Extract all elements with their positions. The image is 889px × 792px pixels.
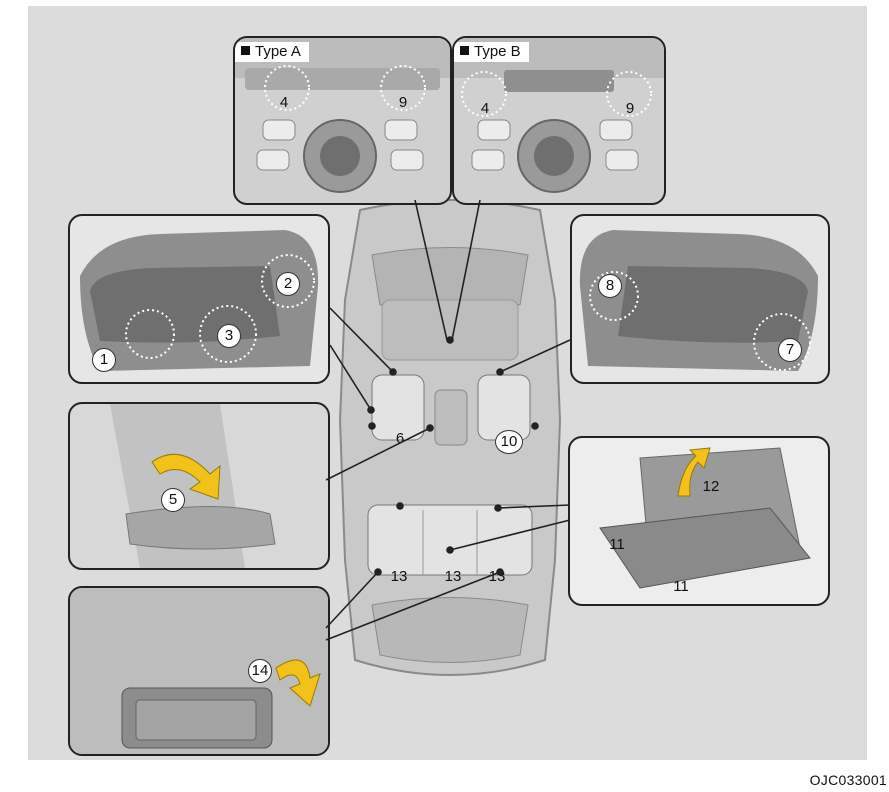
callout-11-front: 11 — [609, 536, 625, 553]
callout-13-center: 13 — [444, 568, 462, 585]
callout-5: 5 — [161, 488, 185, 512]
callout-7: 7 — [778, 338, 802, 362]
rear-seat-illustration — [599, 447, 811, 589]
square-bullet-icon — [460, 46, 469, 55]
climate-control-illustration — [235, 38, 450, 193]
panel-cargo-lever: 14 — [68, 586, 330, 756]
front-seat-illustration — [80, 230, 319, 371]
type-b-label: Type B — [454, 42, 530, 63]
panel-rear-seat: 12 11 11 — [568, 436, 830, 606]
callout-14: 14 — [248, 659, 272, 683]
type-a-label: Type A — [235, 42, 310, 63]
figure-code: OJC033001 — [809, 772, 887, 788]
front-seat-illustration — [579, 230, 818, 371]
callout-8: 8 — [598, 274, 622, 298]
square-bullet-icon — [241, 46, 250, 55]
callout-4-type-a: 4 — [279, 94, 289, 111]
panel-passenger-seat: 8 7 — [570, 214, 830, 384]
callout-6: 6 — [395, 430, 405, 447]
callout-9-type-a: 9 — [398, 94, 408, 111]
lever-arrow-icon — [275, 659, 321, 707]
center-console — [434, 389, 468, 446]
recline-arrow-icon — [151, 453, 221, 500]
callout-2: 2 — [276, 272, 300, 296]
rear-bench — [367, 504, 533, 576]
panel-climate-type-a: Type A 4 9 — [233, 36, 452, 205]
callout-1: 1 — [92, 348, 116, 372]
callout-9-type-b: 9 — [625, 100, 635, 117]
callout-11-rear: 11 — [673, 578, 689, 595]
panel-seat-recline: 5 — [68, 402, 330, 570]
seatback-lever-illustration — [70, 588, 328, 754]
callout-10: 10 — [495, 430, 523, 454]
callout-12: 12 — [702, 478, 720, 495]
panel-climate-type-b: Type B 4 9 — [452, 36, 666, 205]
seat-side-illustration — [110, 404, 276, 568]
panel-driver-seat: 1 2 3 — [68, 214, 330, 384]
callout-3: 3 — [217, 324, 241, 348]
callout-4-type-b: 4 — [480, 100, 490, 117]
callout-13-left: 13 — [390, 568, 408, 585]
callout-13-right: 13 — [488, 568, 506, 585]
fold-arrow-icon — [677, 447, 711, 497]
